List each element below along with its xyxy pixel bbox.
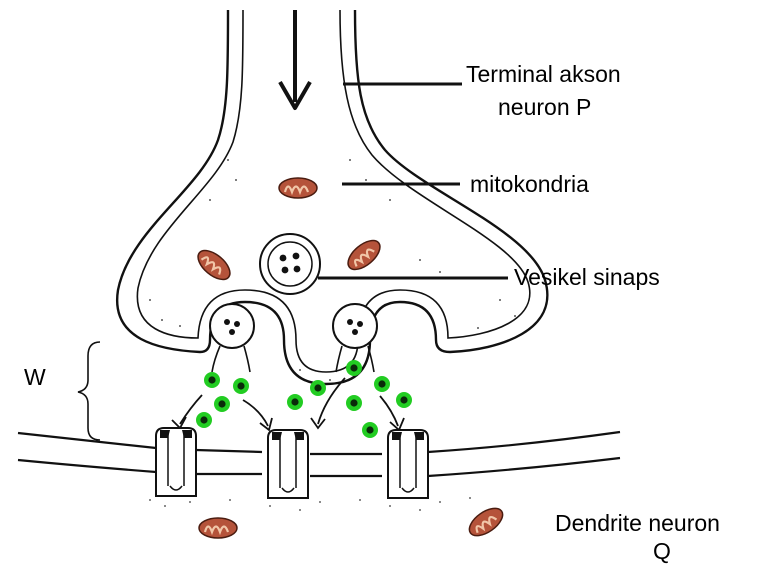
mitochondrion [465, 503, 508, 541]
label-dendrite-line1: Dendrite neuron [555, 510, 720, 536]
mitochondrion [343, 235, 385, 275]
label-axon-terminal-line2: neuron P [498, 94, 591, 120]
dendrite-stipple [149, 497, 471, 511]
mitochondrion [193, 245, 235, 285]
label-w: W [24, 364, 46, 390]
label-synaptic-vesicle: Vesikel sinaps [514, 264, 660, 290]
receptor [268, 430, 308, 498]
docked-vesicle [210, 304, 254, 372]
receptor [156, 428, 196, 496]
dendrite-membrane [18, 432, 620, 476]
label-axon-terminal-line1: Terminal akson [466, 61, 621, 87]
label-dendrite-line2: Q [653, 538, 671, 564]
mitochondrion [199, 518, 237, 538]
neurotransmitters [196, 360, 412, 438]
synaptic-vesicle [260, 234, 320, 294]
label-mitochondria: mitokondria [470, 171, 589, 197]
mitochondrion [279, 178, 317, 198]
curly-brace-icon [78, 342, 100, 440]
receptor [388, 430, 428, 498]
arrow-down-icon [280, 10, 310, 108]
